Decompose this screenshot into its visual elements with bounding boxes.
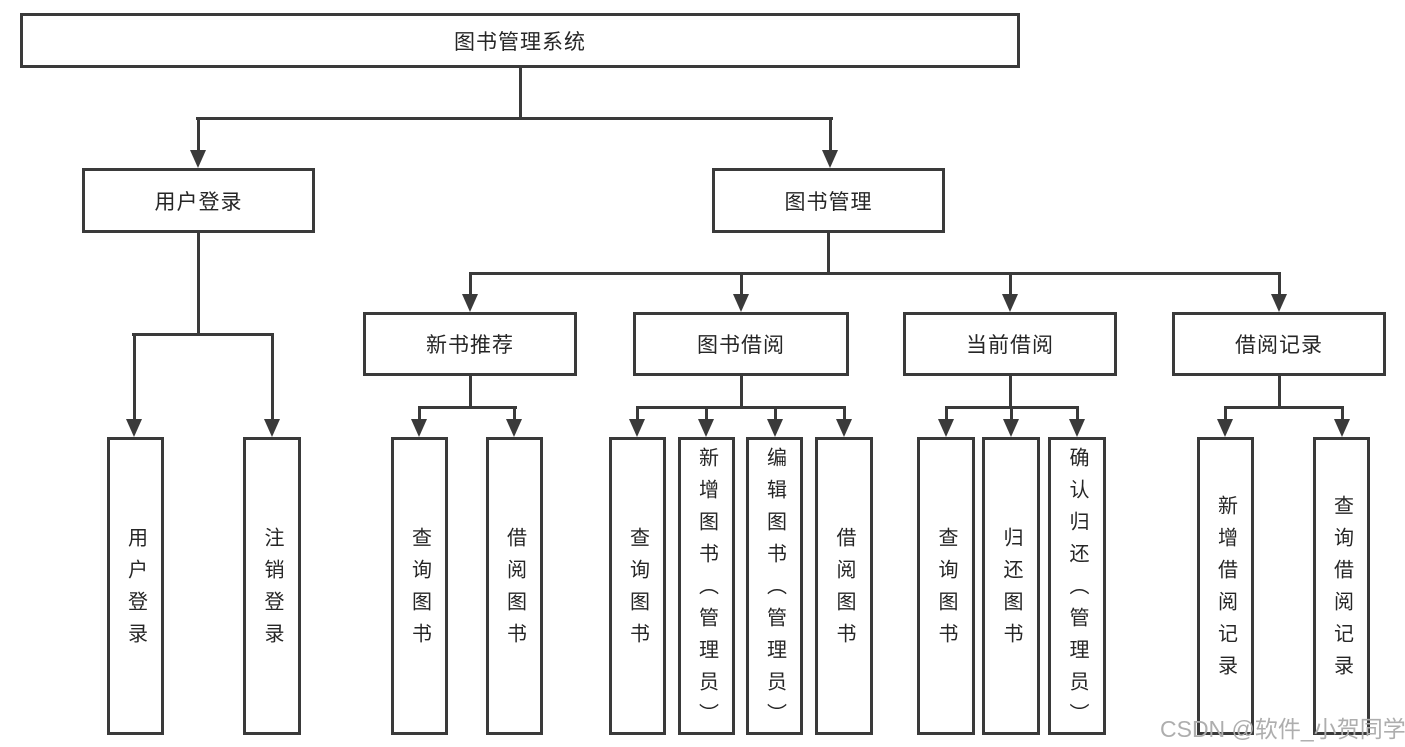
connector-to-leaf-logout	[271, 333, 274, 421]
connector-root-trunk	[519, 66, 522, 119]
node-label: 用户登录	[124, 527, 147, 655]
node-system-root: 图书管理系统	[20, 13, 1020, 68]
leaf-confirm-return-admin: 确认归还（管理员）	[1048, 437, 1106, 735]
connector-borrow-records-trunk	[1278, 373, 1281, 409]
arrow-down-icon	[462, 294, 478, 312]
arrow-down-icon	[411, 419, 427, 437]
arrow-down-icon	[190, 150, 206, 168]
node-label: 当前借阅	[966, 334, 1054, 357]
node-label: 查询借阅记录	[1330, 495, 1353, 687]
arrow-down-icon	[1069, 419, 1085, 437]
connector-user-login-bus	[132, 333, 274, 336]
arrow-down-icon	[264, 419, 280, 437]
connector-leaf	[1224, 406, 1227, 422]
node-label: 借阅图书	[833, 527, 855, 655]
arrow-down-icon	[506, 419, 522, 437]
node-label: 新增借阅记录	[1214, 495, 1237, 687]
connector-borrow-records-bus	[1224, 406, 1343, 409]
connector-to-book-borrow	[740, 272, 743, 297]
leaf-user-login: 用户登录	[107, 437, 164, 735]
arrow-down-icon	[1334, 419, 1350, 437]
arrow-down-icon	[1217, 419, 1233, 437]
node-new-book-recommend: 新书推荐	[363, 312, 577, 376]
node-label: 编辑图书（管理员）	[763, 447, 786, 735]
connector-user-login-trunk	[197, 230, 200, 336]
connector-book-mgmt-trunk	[827, 230, 830, 274]
leaf-logout: 注销登录	[243, 437, 301, 735]
connector-leaf	[636, 406, 639, 422]
connector-to-user-login	[197, 117, 200, 153]
leaf-borrow-books-recommend: 借阅图书	[486, 437, 543, 735]
connector-leaf	[418, 406, 421, 422]
connector-new-book-trunk	[469, 373, 472, 409]
connector-to-book-management	[829, 117, 832, 153]
arrow-down-icon	[822, 150, 838, 168]
node-book-borrowing: 图书借阅	[633, 312, 849, 376]
connector-leaf	[774, 406, 777, 422]
connector-leaf	[1076, 406, 1079, 422]
connector-leaf	[705, 406, 708, 422]
connector-to-new-book	[469, 272, 472, 297]
arrow-down-icon	[938, 419, 954, 437]
node-book-management: 图书管理	[712, 168, 945, 233]
leaf-add-borrow-record: 新增借阅记录	[1197, 437, 1254, 735]
node-label: 查询图书	[935, 527, 957, 655]
node-user-login: 用户登录	[82, 168, 315, 233]
node-label: 借阅图书	[503, 527, 526, 655]
arrow-down-icon	[126, 419, 142, 437]
node-label: 图书借阅	[697, 334, 785, 357]
node-label: 查询图书	[408, 527, 431, 655]
connector-leaf	[1341, 406, 1344, 422]
leaf-query-books-current: 查询图书	[917, 437, 975, 735]
node-borrowing-records: 借阅记录	[1172, 312, 1386, 376]
connector-leaf	[843, 406, 846, 422]
connector-to-borrow-records	[1278, 272, 1281, 297]
arrow-down-icon	[1002, 294, 1018, 312]
connector-new-book-bus	[418, 406, 517, 409]
arrow-down-icon	[1003, 419, 1019, 437]
node-current-borrowing: 当前借阅	[903, 312, 1117, 376]
connector-current-borrow-trunk	[1009, 373, 1012, 409]
leaf-query-borrow-record: 查询借阅记录	[1313, 437, 1370, 735]
leaf-borrow-books: 借阅图书	[815, 437, 873, 735]
connector-leaf	[945, 406, 948, 422]
connector-to-current-borrow	[1009, 272, 1012, 297]
node-label: 图书管理系统	[454, 30, 586, 54]
node-label: 注销登录	[261, 527, 283, 655]
leaf-query-books-recommend: 查询图书	[391, 437, 448, 735]
connector-level2-bus	[196, 117, 833, 120]
node-label: 用户登录	[154, 190, 243, 214]
node-label: 确认归还（管理员）	[1066, 447, 1088, 735]
csdn-watermark: CSDN @软件_小贺同学	[1160, 716, 1405, 742]
arrow-down-icon	[836, 419, 852, 437]
arrow-down-icon	[1271, 294, 1287, 312]
leaf-return-books: 归还图书	[982, 437, 1040, 735]
node-label: 借阅记录	[1235, 334, 1323, 357]
connector-book-borrow-trunk	[740, 373, 743, 409]
leaf-add-books-admin: 新增图书（管理员）	[678, 437, 735, 735]
node-label: 图书管理	[784, 190, 873, 214]
leaf-edit-books-admin: 编辑图书（管理员）	[746, 437, 803, 735]
connector-leaf	[513, 406, 516, 422]
node-label: 新书推荐	[426, 334, 514, 357]
arrow-down-icon	[698, 419, 714, 437]
arrow-down-icon	[733, 294, 749, 312]
node-label: 查询图书	[626, 527, 649, 655]
connector-leaf	[1010, 406, 1013, 422]
arrow-down-icon	[629, 419, 645, 437]
node-label: 归还图书	[1000, 527, 1022, 655]
connector-book-borrow-bus	[636, 406, 846, 409]
connector-to-leaf-user-login	[133, 333, 136, 421]
connector-level3-bus	[469, 272, 1281, 275]
leaf-query-books-borrowing: 查询图书	[609, 437, 666, 735]
arrow-down-icon	[767, 419, 783, 437]
node-label: 新增图书（管理员）	[695, 447, 718, 735]
